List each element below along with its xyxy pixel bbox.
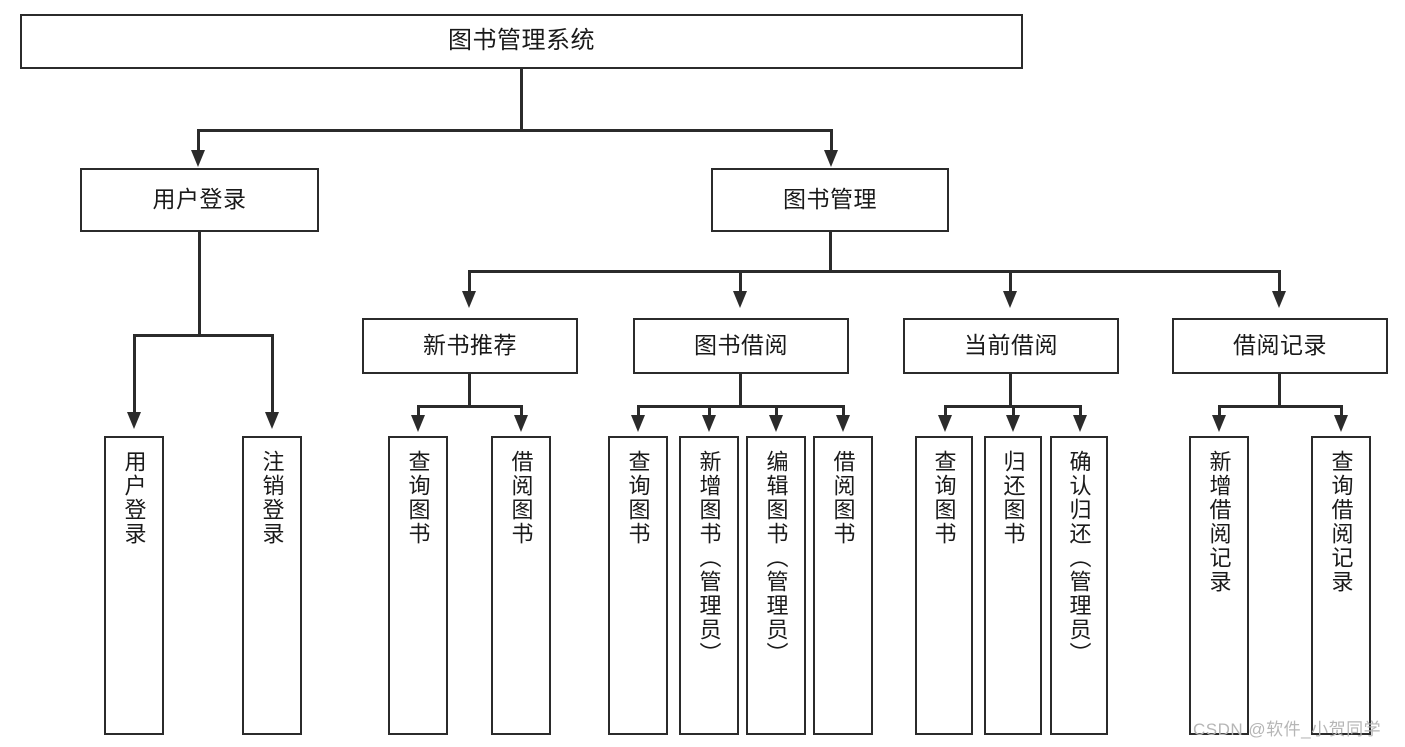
node-label: 新增借阅记录 bbox=[1206, 450, 1232, 594]
leaf-new-book-query[interactable]: 查询图书 bbox=[388, 436, 448, 735]
edge-new-book-bus bbox=[417, 405, 520, 408]
node-book-borrow[interactable]: 图书借阅 bbox=[633, 318, 849, 374]
leaf-user-login-logout[interactable]: 注销登录 bbox=[242, 436, 302, 735]
edge-level2-bus bbox=[468, 270, 1280, 273]
arrow-book-borrow-child-1 bbox=[631, 415, 645, 432]
leaf-current-borrow-confirm[interactable]: 确认归还（管理员） bbox=[1050, 436, 1108, 735]
edge-level1-bus bbox=[197, 129, 833, 132]
leaf-book-borrow-query[interactable]: 查询图书 bbox=[608, 436, 668, 735]
arrow-to-new-book bbox=[462, 291, 476, 308]
edge-user-login-child-1 bbox=[133, 334, 136, 416]
leaf-new-book-borrow[interactable]: 借阅图书 bbox=[491, 436, 551, 735]
edge-borrow-record-bus bbox=[1218, 405, 1340, 408]
arrow-to-borrow-record bbox=[1272, 291, 1286, 308]
leaf-book-borrow-edit[interactable]: 编辑图书（管理员） bbox=[746, 436, 806, 735]
arrow-to-current-borrow bbox=[1003, 291, 1017, 308]
leaf-book-borrow-borrow[interactable]: 借阅图书 bbox=[813, 436, 873, 735]
node-label: 借阅图书 bbox=[830, 450, 856, 546]
edge-current-borrow-child-1 bbox=[944, 405, 947, 419]
node-label: 新增图书（管理员） bbox=[696, 450, 722, 666]
edge-borrow-record-stem bbox=[1278, 374, 1281, 407]
edge-borrow-record-child-1 bbox=[1218, 405, 1221, 419]
node-label: 查询图书 bbox=[405, 450, 431, 546]
edge-current-borrow-stem bbox=[1009, 374, 1012, 407]
node-label: 图书借阅 bbox=[694, 332, 788, 359]
node-label: 图书管理系统 bbox=[448, 27, 595, 55]
arrow-to-book-mgmt bbox=[824, 150, 838, 167]
node-label: 确认归还（管理员） bbox=[1066, 450, 1092, 666]
edge-borrow-record-child-2 bbox=[1340, 405, 1343, 419]
arrow-new-book-child-2 bbox=[514, 415, 528, 432]
arrow-book-borrow-child-3 bbox=[769, 415, 783, 432]
node-label: 图书管理 bbox=[783, 186, 877, 213]
edge-current-borrow-child-2 bbox=[1012, 405, 1015, 419]
leaf-borrow-record-query[interactable]: 查询借阅记录 bbox=[1311, 436, 1371, 735]
edge-book-borrow-child-1 bbox=[637, 405, 640, 419]
edge-root-stem bbox=[520, 69, 523, 131]
edge-to-book-mgmt bbox=[830, 129, 833, 154]
arrow-book-borrow-child-4 bbox=[836, 415, 850, 432]
node-borrow-record[interactable]: 借阅记录 bbox=[1172, 318, 1388, 374]
leaf-user-login-login[interactable]: 用户登录 bbox=[104, 436, 164, 735]
edge-book-borrow-child-4 bbox=[842, 405, 845, 419]
node-label: 编辑图书（管理员） bbox=[763, 450, 789, 666]
leaf-book-borrow-add[interactable]: 新增图书（管理员） bbox=[679, 436, 739, 735]
edge-to-new-book bbox=[468, 270, 471, 295]
arrow-current-borrow-child-1 bbox=[938, 415, 952, 432]
node-label: 查询图书 bbox=[625, 450, 651, 546]
leaf-borrow-record-add[interactable]: 新增借阅记录 bbox=[1189, 436, 1249, 735]
edge-user-login-stem bbox=[198, 232, 201, 336]
edge-to-borrow-record bbox=[1278, 270, 1281, 295]
arrow-to-book-borrow bbox=[733, 291, 747, 308]
arrow-borrow-record-child-1 bbox=[1212, 415, 1226, 432]
node-label: 用户登录 bbox=[121, 450, 147, 546]
node-label: 当前借阅 bbox=[964, 332, 1058, 359]
edge-book-borrow-stem bbox=[739, 374, 742, 407]
edge-book-mgmt-stem bbox=[829, 232, 832, 272]
arrow-current-borrow-child-3 bbox=[1073, 415, 1087, 432]
node-label: 查询借阅记录 bbox=[1328, 450, 1354, 594]
arrow-to-user-login bbox=[191, 150, 205, 167]
node-book-management[interactable]: 图书管理 bbox=[711, 168, 949, 232]
arrow-new-book-child-1 bbox=[411, 415, 425, 432]
node-current-borrow[interactable]: 当前借阅 bbox=[903, 318, 1119, 374]
edge-book-borrow-bus bbox=[637, 405, 843, 408]
edge-to-user-login bbox=[197, 129, 200, 154]
node-label: 借阅记录 bbox=[1233, 332, 1327, 359]
edge-current-borrow-bus bbox=[944, 405, 1079, 408]
edge-new-book-child-2 bbox=[520, 405, 523, 419]
arrow-current-borrow-child-2 bbox=[1006, 415, 1020, 432]
arrow-book-borrow-child-2 bbox=[702, 415, 716, 432]
edge-user-login-child-2 bbox=[271, 334, 274, 416]
edge-to-current-borrow bbox=[1009, 270, 1012, 295]
edge-new-book-child-1 bbox=[417, 405, 420, 419]
node-label: 查询图书 bbox=[931, 450, 957, 546]
edge-book-borrow-child-3 bbox=[775, 405, 778, 419]
leaf-current-borrow-query[interactable]: 查询图书 bbox=[915, 436, 973, 735]
node-user-login[interactable]: 用户登录 bbox=[80, 168, 319, 232]
edge-to-book-borrow bbox=[739, 270, 742, 295]
node-label: 用户登录 bbox=[152, 186, 247, 213]
node-root-system[interactable]: 图书管理系统 bbox=[20, 14, 1023, 69]
leaf-current-borrow-return[interactable]: 归还图书 bbox=[984, 436, 1042, 735]
node-label: 注销登录 bbox=[259, 450, 285, 546]
node-label: 新书推荐 bbox=[423, 332, 517, 359]
node-label: 归还图书 bbox=[1000, 450, 1026, 546]
node-new-book-recommend[interactable]: 新书推荐 bbox=[362, 318, 578, 374]
arrow-user-login-child-1 bbox=[127, 412, 141, 429]
edge-new-book-stem bbox=[468, 374, 471, 407]
arrow-user-login-child-2 bbox=[265, 412, 279, 429]
edge-current-borrow-child-3 bbox=[1079, 405, 1082, 419]
edge-user-login-bus bbox=[133, 334, 271, 337]
edge-book-borrow-child-2 bbox=[708, 405, 711, 419]
node-label: 借阅图书 bbox=[508, 450, 534, 546]
arrow-borrow-record-child-2 bbox=[1334, 415, 1348, 432]
